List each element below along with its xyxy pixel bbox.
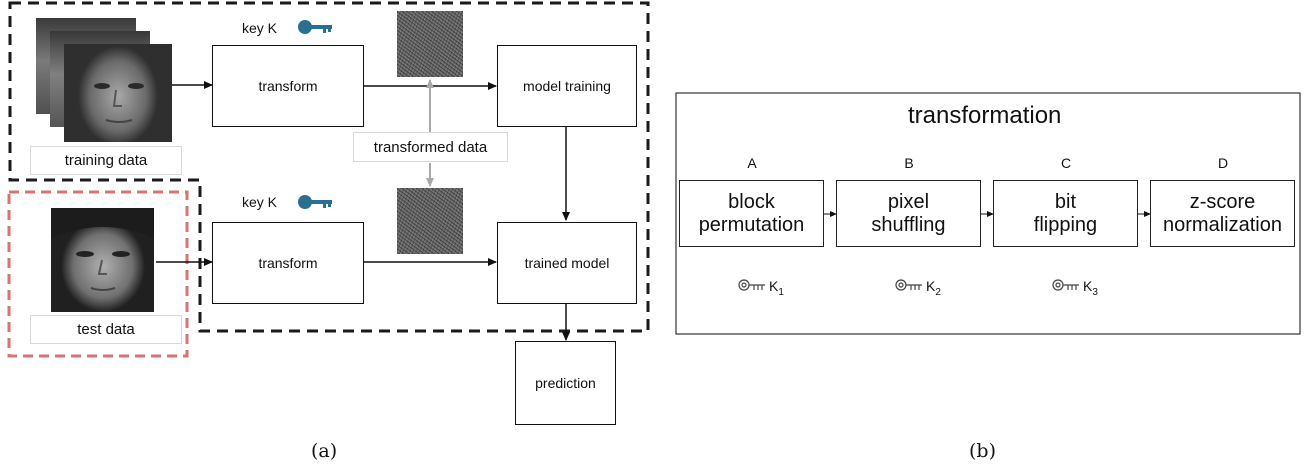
transform-box-bottom: transform [212,222,364,304]
step-box-block-permutation: block permutation [679,180,824,247]
step-letter-d: D [1217,155,1229,171]
step-box-bit-flipping: bit flipping [993,180,1138,247]
key-label-top: key K [242,20,278,36]
key-k1-label: K1 [769,278,784,298]
transformed-data-label: transformed data [353,132,508,162]
key-subscript: 2 [935,286,941,298]
key-outline-icon [1052,279,1079,291]
key-symbol: K [1083,278,1093,294]
key-symbol: K [769,278,779,294]
caption-a: (a) [311,440,338,462]
key-outline-icon [738,279,765,291]
key-icon [298,195,332,209]
caption-b: (b) [969,440,996,462]
trained-model-box: trained model [497,222,637,304]
test-data-label: test data [30,315,182,344]
key-label-bottom: key K [242,194,278,210]
key-subscript: 1 [778,286,784,298]
transformation-frame [675,92,1301,335]
step-box-pixel-shuffling: pixel shuffling [836,180,981,247]
key-icon [298,20,332,34]
transformation-title: transformation [908,102,1062,129]
model-training-box: model training [497,45,637,127]
step-letter-c: C [1060,155,1072,171]
prediction-box: prediction [515,341,616,425]
training-face-image [64,44,172,142]
training-region-outline [8,1,650,333]
test-region-outline [7,190,189,358]
transform-box-top: transform [212,45,364,127]
key-k2-label: K2 [926,278,941,298]
transformed-image-top [397,11,463,77]
step-box-z-score-normalization: z-score normalization [1150,180,1295,247]
transformed-image-bottom [397,188,463,254]
training-data-label: training data [30,146,182,175]
step-letter-a: A [747,155,757,171]
key-outline-icon [895,279,922,291]
key-subscript: 3 [1092,286,1098,298]
test-face-image [51,208,154,312]
step-letter-b: B [904,155,914,171]
key-k3-label: K3 [1083,278,1098,298]
key-symbol: K [926,278,936,294]
